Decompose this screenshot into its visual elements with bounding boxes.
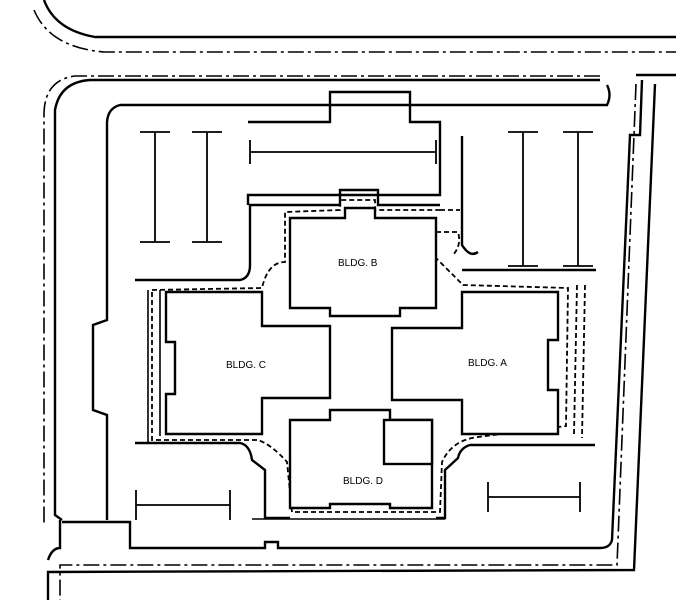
building-c	[164, 290, 332, 436]
road-edge-bottom-left	[46, 520, 62, 561]
walkway-right-outer	[573, 284, 586, 439]
parking-ne-curb	[460, 136, 596, 272]
road-edge-right	[46, 83, 657, 600]
property-line-right	[59, 83, 637, 600]
building-b	[288, 206, 438, 318]
property-line-top	[33, 9, 676, 53]
building-a-label: BLDG. A	[468, 358, 507, 369]
building-d-label: BLDG. D	[343, 476, 383, 487]
building-d-annex	[382, 418, 434, 466]
building-a	[390, 290, 560, 436]
walkway	[151, 199, 569, 513]
property-line-site	[43, 75, 600, 525]
road-edge-top	[42, 0, 676, 39]
parking-south-outline	[135, 441, 595, 520]
building-b-label: BLDG. B	[338, 258, 378, 269]
building-c-label: BLDG. C	[226, 360, 266, 371]
walkway-upper	[436, 209, 461, 257]
walkway-left-outer	[147, 290, 161, 443]
site-curb-outer-right	[91, 84, 611, 520]
inner-curb-bottom	[62, 79, 644, 550]
site-curb-outer	[53, 73, 676, 521]
parking-north-outline	[135, 90, 442, 282]
